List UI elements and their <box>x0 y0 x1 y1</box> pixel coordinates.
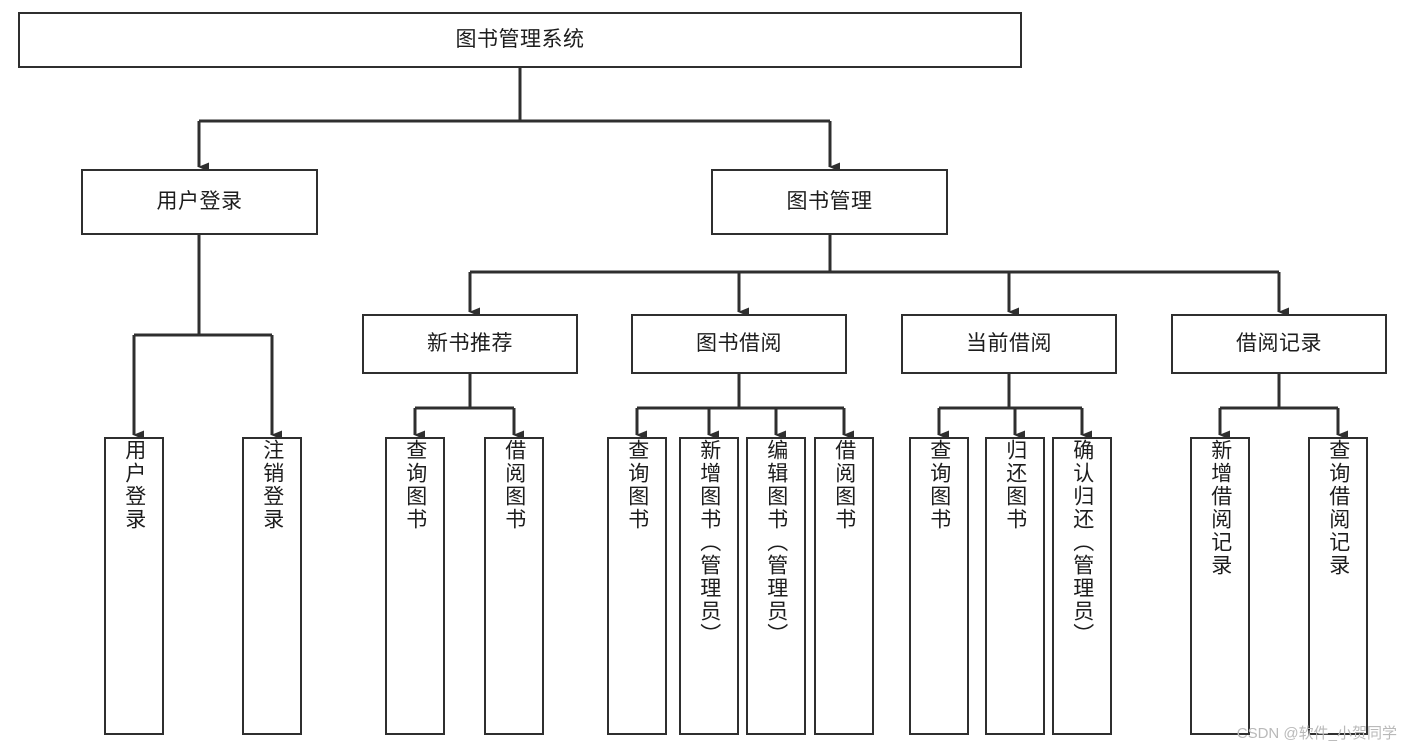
node-leaf-add-book-admin-label: 新增图书（管理员） <box>697 439 721 646</box>
node-leaf-borrow-book-2-label: 借阅图书 <box>832 439 856 531</box>
node-leaf-borrow-book-1-label: 借阅图书 <box>502 439 526 531</box>
node-leaf-query-book-3[interactable]: 查询图书 <box>909 437 969 735</box>
node-leaf-query-book-1[interactable]: 查询图书 <box>385 437 445 735</box>
node-leaf-borrow-book-1[interactable]: 借阅图书 <box>484 437 544 735</box>
node-current-borrow-label: 当前借阅 <box>966 332 1052 356</box>
node-book-manage[interactable]: 图书管理 <box>711 169 948 235</box>
node-root-label: 图书管理系统 <box>455 28 585 52</box>
node-new-book-recommend[interactable]: 新书推荐 <box>362 314 578 374</box>
node-borrow-record[interactable]: 借阅记录 <box>1171 314 1387 374</box>
node-leaf-query-borrow-record-label: 查询借阅记录 <box>1326 439 1350 577</box>
node-leaf-logout-login[interactable]: 注销登录 <box>242 437 302 735</box>
node-current-borrow[interactable]: 当前借阅 <box>901 314 1117 374</box>
node-leaf-add-book-admin[interactable]: 新增图书（管理员） <box>679 437 739 735</box>
node-leaf-borrow-book-2[interactable]: 借阅图书 <box>814 437 874 735</box>
node-leaf-confirm-return-admin[interactable]: 确认归还（管理员） <box>1052 437 1112 735</box>
node-leaf-return-book[interactable]: 归还图书 <box>985 437 1045 735</box>
node-leaf-edit-book-admin[interactable]: 编辑图书（管理员） <box>746 437 806 735</box>
node-leaf-confirm-return-admin-label: 确认归还（管理员） <box>1070 439 1094 646</box>
node-borrow-record-label: 借阅记录 <box>1236 332 1322 356</box>
node-book-borrow-label: 图书借阅 <box>696 332 782 356</box>
node-leaf-logout-login-label: 注销登录 <box>260 439 284 531</box>
node-book-borrow[interactable]: 图书借阅 <box>631 314 847 374</box>
node-leaf-add-borrow-record-label: 新增借阅记录 <box>1208 439 1232 577</box>
node-leaf-add-borrow-record[interactable]: 新增借阅记录 <box>1190 437 1250 735</box>
node-book-manage-label: 图书管理 <box>786 190 873 214</box>
node-leaf-query-borrow-record[interactable]: 查询借阅记录 <box>1308 437 1368 735</box>
node-leaf-user-login[interactable]: 用户登录 <box>104 437 164 735</box>
node-leaf-return-book-label: 归还图书 <box>1003 439 1027 531</box>
node-new-book-recommend-label: 新书推荐 <box>427 332 513 356</box>
node-leaf-query-book-2[interactable]: 查询图书 <box>607 437 667 735</box>
node-user-login-label: 用户登录 <box>156 190 243 214</box>
node-user-login[interactable]: 用户登录 <box>81 169 318 235</box>
node-root[interactable]: 图书管理系统 <box>18 12 1022 68</box>
node-leaf-query-book-2-label: 查询图书 <box>625 439 649 531</box>
node-leaf-edit-book-admin-label: 编辑图书（管理员） <box>764 439 788 646</box>
node-leaf-user-login-label: 用户登录 <box>122 439 146 531</box>
node-leaf-query-book-3-label: 查询图书 <box>927 439 951 531</box>
node-leaf-query-book-1-label: 查询图书 <box>403 439 427 531</box>
